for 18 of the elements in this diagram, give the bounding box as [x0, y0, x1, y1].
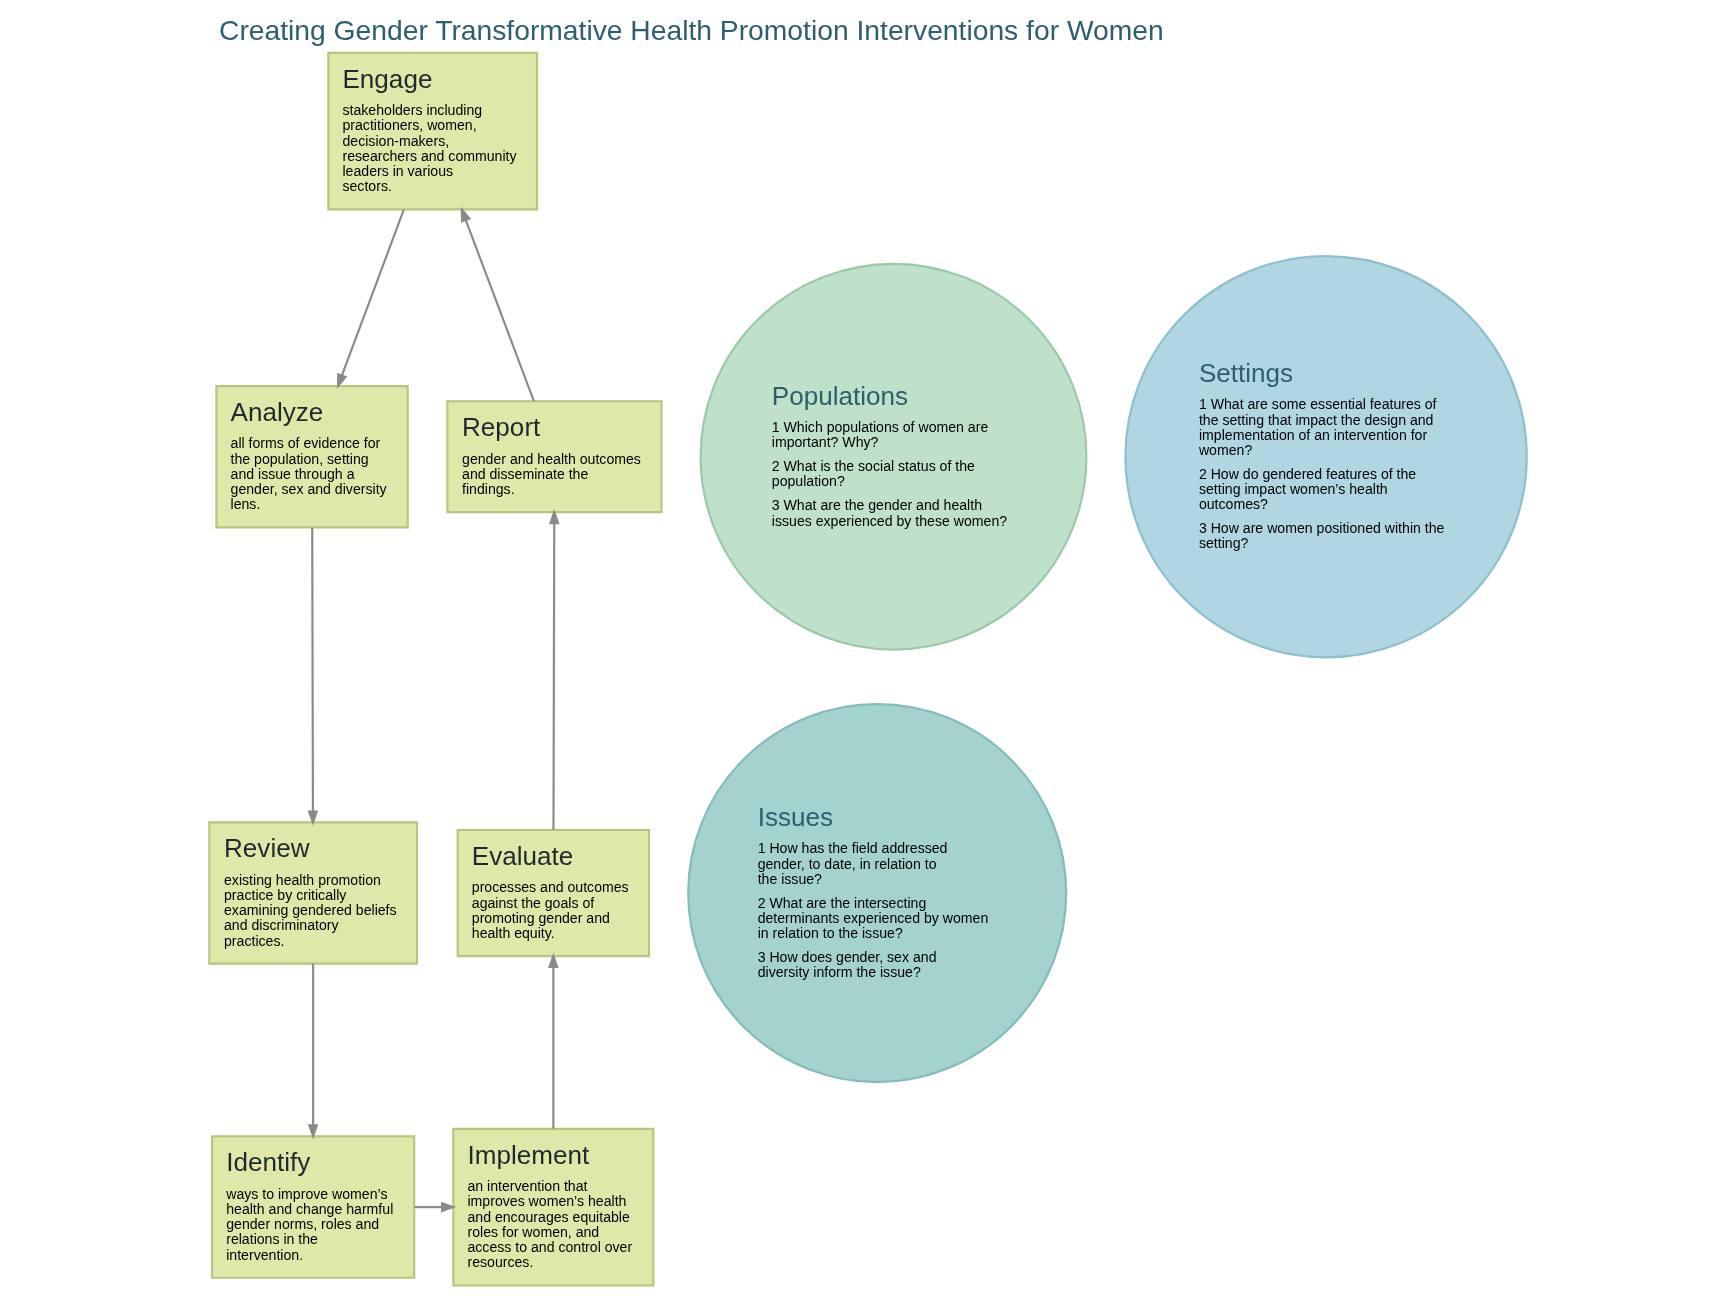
diagram-title: Creating Gender Transformative Health Promotion Interventions for Women	[218, 13, 1164, 46]
node-circle: Populations 1 Which populations of women are important? Why? 2 What is the social status of the population? 3 What are the gender and health issues experienced by these women?	[699, 262, 1088, 651]
arrow	[548, 509, 560, 830]
node-box: Analyze all forms of evidence for the population, setting and issue through a gender, sex and diversity lens.	[215, 384, 409, 529]
arrow	[307, 963, 319, 1140]
node-box: Identify ways to improve women’s health and change harmful gender norms, roles and relations in the intervention.	[210, 1135, 416, 1279]
node-box: Evaluate processes and outcomes against the goals of promoting gender and health equity.	[456, 828, 651, 958]
arrow	[307, 527, 319, 826]
node-box: Engage stakeholders including practitioners, women, decision-makers, researchers and community leaders in various sectors.	[327, 51, 539, 211]
arrow	[336, 209, 405, 389]
arrow	[414, 1201, 457, 1213]
arrow	[460, 206, 535, 402]
arrow	[548, 952, 559, 1129]
node-box: Review existing health promotion practice by critically examining gendered beliefs and discriminatory practices.	[208, 821, 418, 965]
node-circle: Settings 1 What are some essential features of the setting that impact the design and implementation of an intervention for women? 2 How do gendered features of the setting impact women’s health outcomes? 3 How are women positioned within the setting?	[1124, 254, 1528, 659]
node-box: Implement an intervention that improves women’s health and encourages equitable roles for women, and access to and control over resources.	[452, 1127, 655, 1287]
node-box: Report gender and health outcomes and disseminate the findings.	[446, 400, 663, 514]
node-circle: Issues 1 How has the field addressed gender, to date, in relation to the issue? 2 What are the intersecting determinants experienced by women in relation to the issue? 3 How does gender, sex and diversity inform the issue?	[687, 702, 1068, 1084]
